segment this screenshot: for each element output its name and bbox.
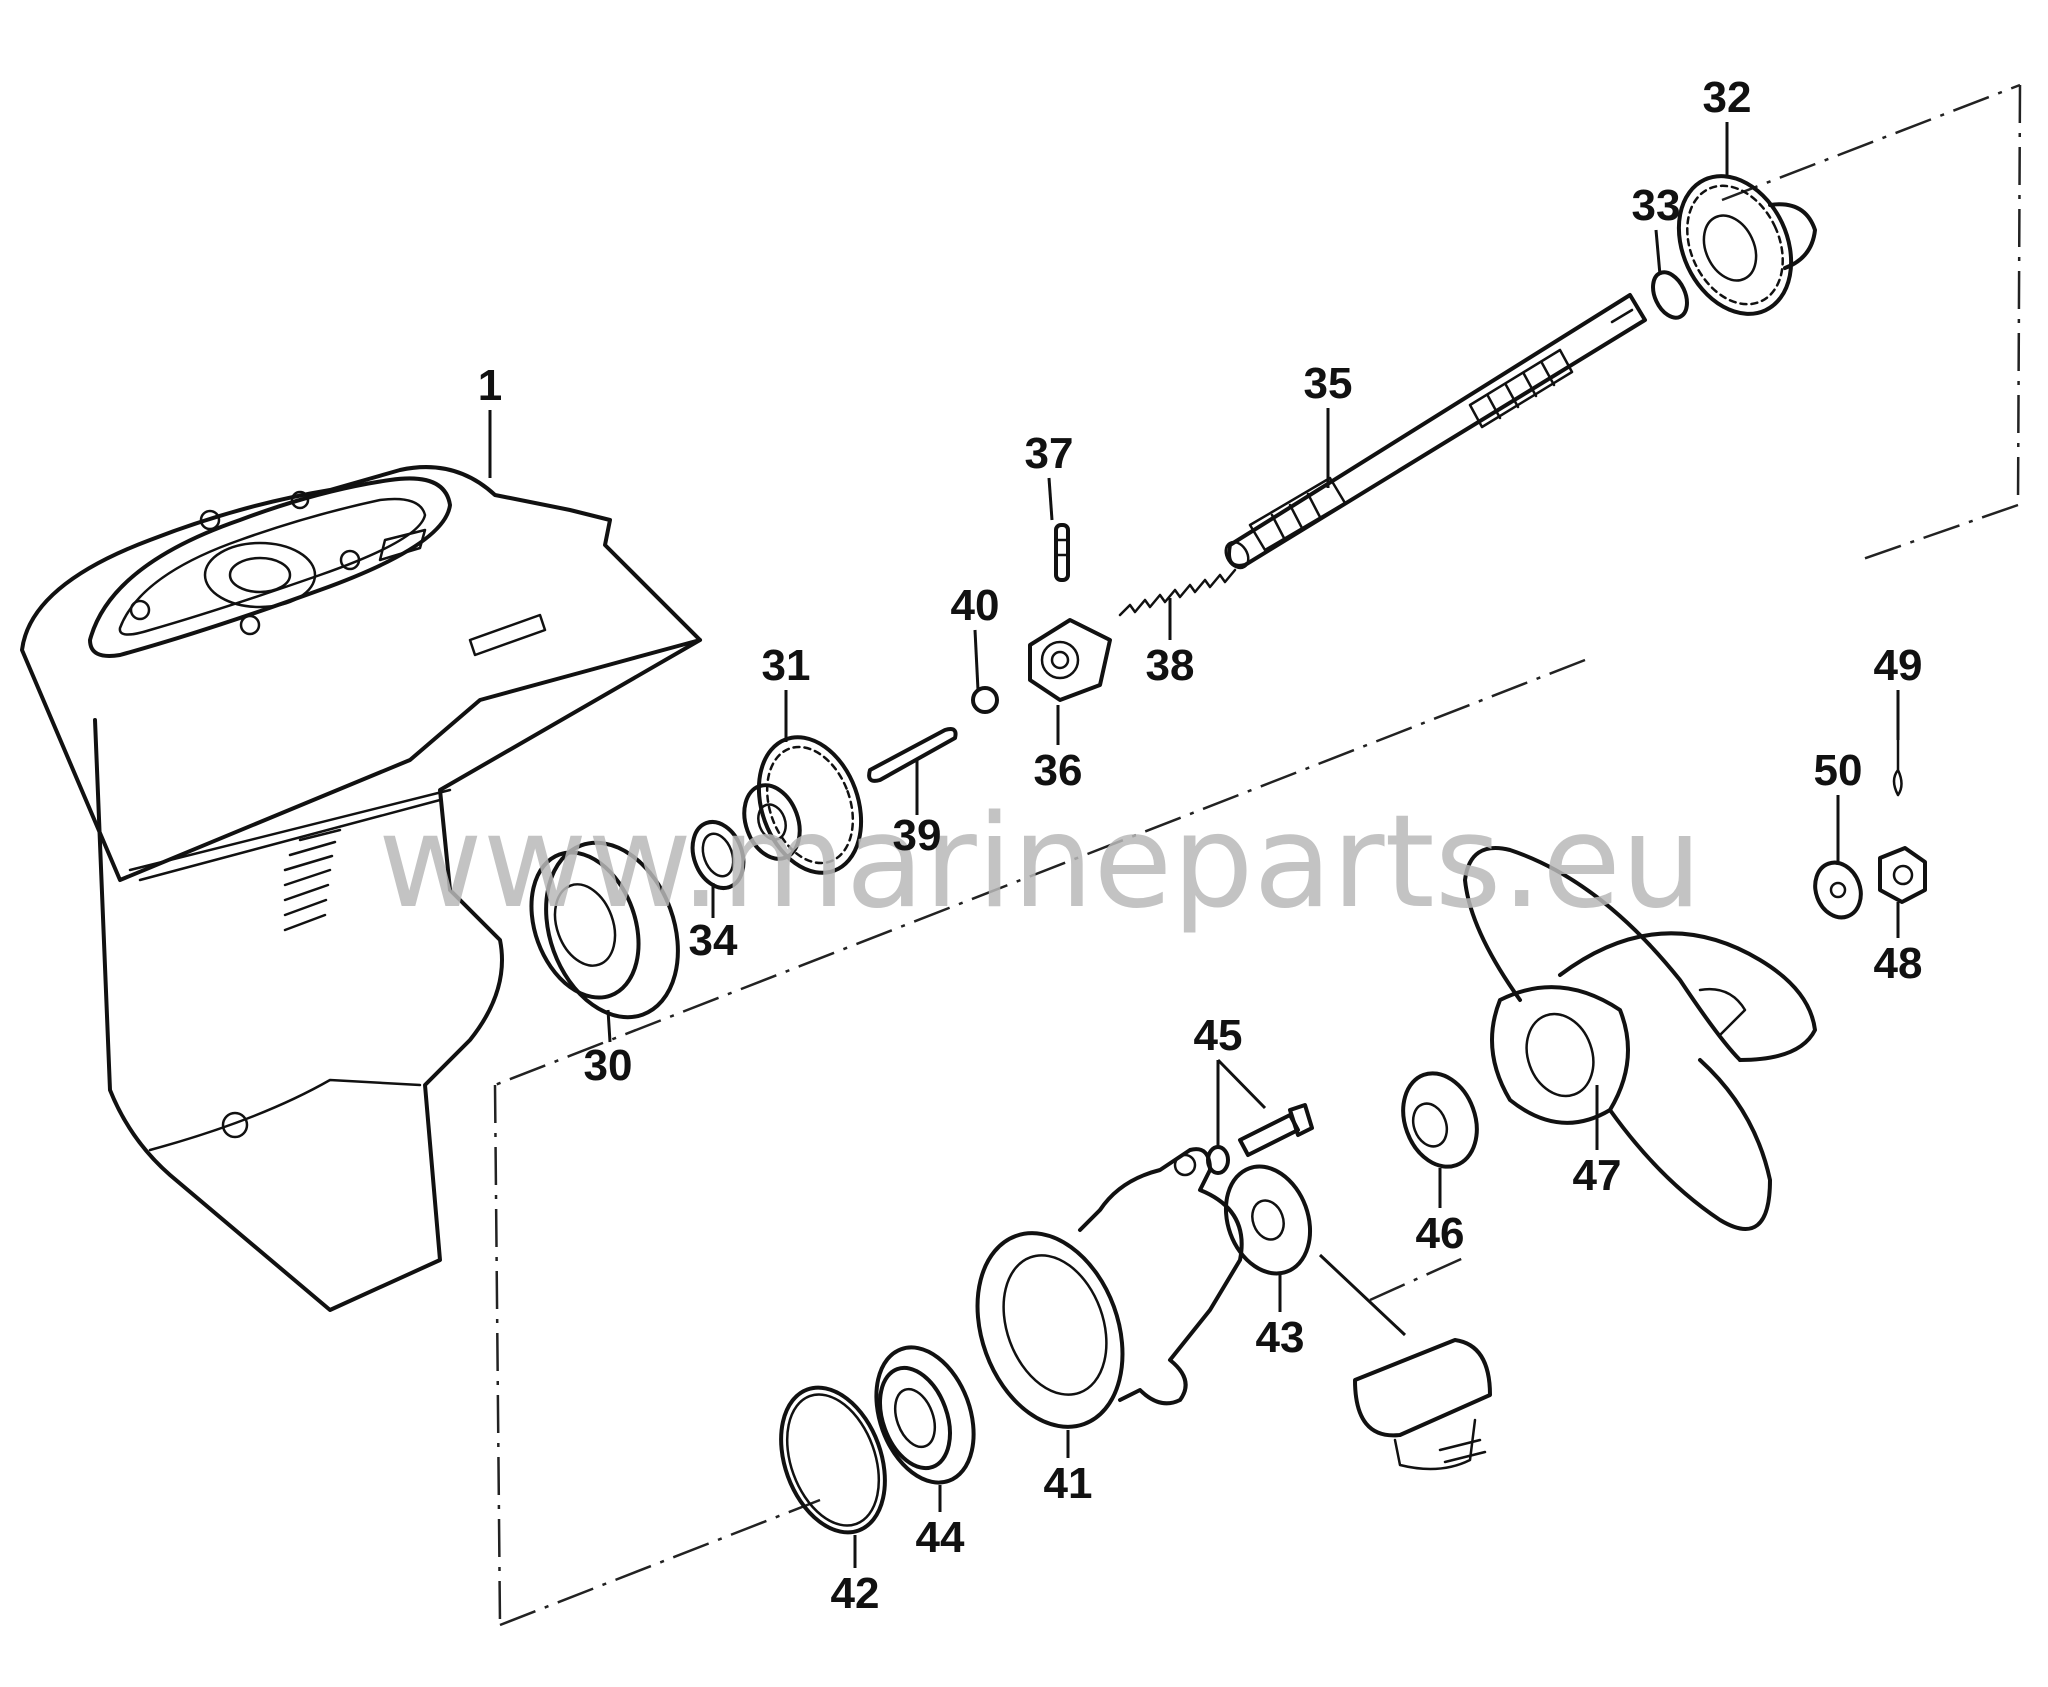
gear-31 — [742, 735, 864, 875]
assembly-frame — [493, 83, 2022, 1627]
leader-lines — [488, 122, 1900, 1568]
callout-label-44: 44 — [916, 1513, 965, 1562]
bearing-44 — [874, 1345, 976, 1485]
thrust-washer-46 — [1401, 1071, 1479, 1169]
seal-installer-tool — [1353, 1338, 1492, 1471]
callout-label-50: 50 — [1814, 746, 1863, 795]
callout-label-34: 34 — [689, 916, 738, 965]
callout-label-47: 47 — [1573, 1151, 1622, 1200]
clutch-36 — [1028, 618, 1112, 702]
callout-label-48: 48 — [1874, 939, 1923, 988]
propeller-47 — [1463, 846, 1817, 1231]
callout-label-41: 41 — [1044, 1459, 1093, 1508]
spring-38 — [1118, 568, 1237, 617]
callout-label-38: 38 — [1146, 641, 1195, 690]
gear-32 — [1676, 174, 1817, 316]
callout-label-45: 45 — [1194, 1011, 1243, 1060]
callout-label-35: 35 — [1304, 359, 1353, 408]
callout-label-30: 30 — [584, 1041, 633, 1090]
pin-37 — [1054, 523, 1070, 582]
ball-40 — [971, 686, 999, 714]
plunger-39 — [867, 727, 958, 783]
shim-33 — [1651, 270, 1689, 320]
callout-label-40: 40 — [951, 581, 1000, 630]
callout-label-43: 43 — [1256, 1313, 1305, 1362]
callout-label-37: 37 — [1025, 429, 1074, 478]
callout-label-42: 42 — [831, 1569, 880, 1618]
shim-34 — [690, 820, 746, 890]
watermark-text: www.marineparts.eu — [378, 788, 1702, 937]
nut-48 — [1878, 846, 1927, 904]
bearing-30 — [529, 840, 680, 1020]
callout-label-39: 39 — [893, 811, 942, 860]
propeller-shaft-35 — [1224, 293, 1647, 570]
callout-label-1: 1 — [478, 361, 502, 410]
gearcase-housing — [20, 465, 702, 1312]
cotter-pin-49 — [1892, 738, 1903, 797]
washer-50 — [1813, 860, 1863, 920]
o-ring-42 — [779, 1385, 887, 1535]
callout-labels: 1 30 31 32 33 34 35 36 37 38 39 40 41 42 43 44 45 46 47 48 4… — [478, 73, 1923, 1618]
bearing-housing-41 — [975, 1147, 1244, 1429]
seal-43 — [1223, 1164, 1407, 1337]
callout-label-32: 32 — [1703, 73, 1752, 122]
callout-label-46: 46 — [1416, 1209, 1465, 1258]
callout-label-49: 49 — [1874, 641, 1923, 690]
callout-label-36: 36 — [1034, 746, 1083, 795]
bolt-and-washer-45 — [1206, 1103, 1314, 1175]
callout-label-31: 31 — [762, 641, 811, 690]
callout-label-33: 33 — [1632, 181, 1681, 230]
